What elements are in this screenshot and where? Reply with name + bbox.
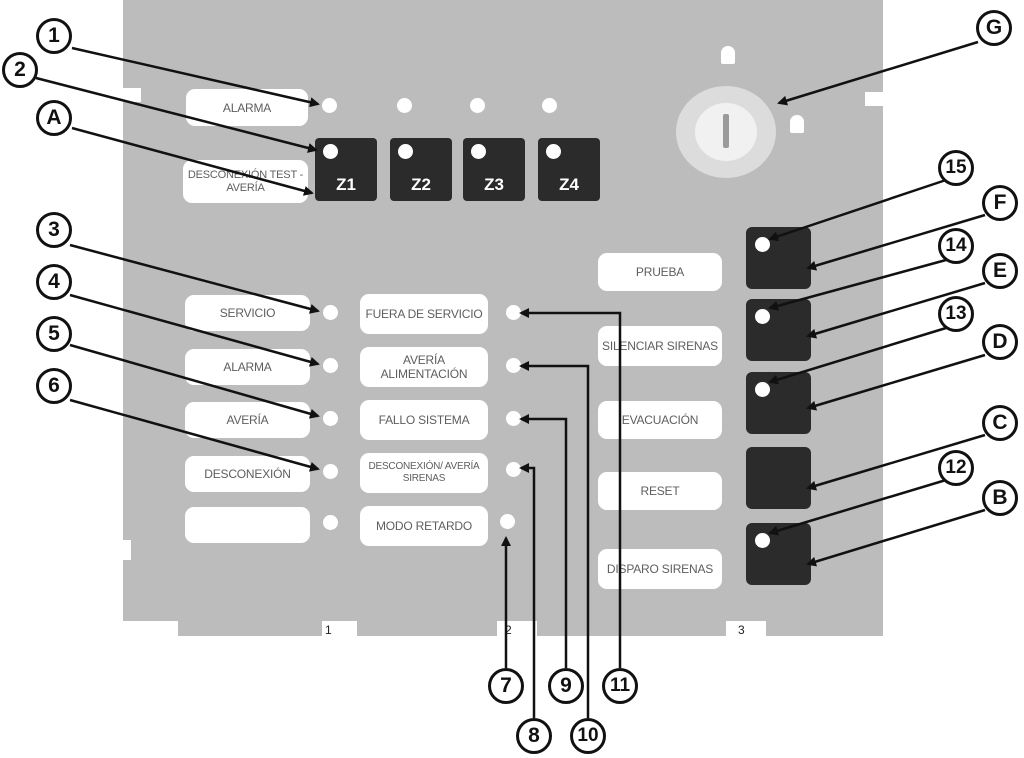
reset-button[interactable]: [746, 447, 811, 509]
label-silenciar-sirenas: SILENCIAR SIRENAS: [598, 326, 722, 366]
panel-notch: [123, 88, 141, 102]
panel-notch: [865, 92, 883, 106]
callout-D: D: [982, 324, 1018, 360]
callout-A: A: [36, 100, 72, 136]
zone-label: Z3: [484, 175, 504, 194]
led-fallo-sistema: [506, 411, 521, 426]
label-desconexion-averia-sirenas: DESCONEXIÓN/ AVERÍA SIRENAS: [360, 453, 488, 493]
callout-12: 12: [938, 450, 974, 486]
lock-open-icon: [790, 115, 804, 133]
column-tick-1: 1: [325, 623, 332, 637]
label-disparo-sirenas: DISPARO SIRENAS: [598, 549, 722, 589]
led-modo-retardo: [500, 514, 515, 529]
callout-1: 1: [36, 18, 72, 54]
callout-F: F: [982, 185, 1018, 221]
label-zone-disconnect: DESCONEXIÓN TEST - AVERÍA: [183, 160, 308, 203]
label-fuera-de-servicio: FUERA DE SERVICIO: [360, 294, 488, 334]
callout-3: 3: [36, 212, 72, 248]
callout-5: 5: [36, 316, 72, 352]
label-prueba: PRUEBA: [598, 253, 722, 291]
led-desconexion: [323, 464, 338, 479]
zone-button-3[interactable]: Z3: [463, 138, 525, 201]
zone-alarm-led-1: [322, 98, 337, 113]
zone-fault-led: [398, 144, 413, 159]
label-zone-alarm: ALARMA: [186, 89, 308, 126]
callout-14: 14: [938, 228, 974, 264]
key-slot-icon: [723, 114, 729, 148]
led-averia: [323, 411, 338, 426]
label-averia-alimentacion: AVERÍA ALIMENTACIÓN: [360, 347, 488, 387]
zone-alarm-led-2: [397, 98, 412, 113]
column-tick-2: 2: [505, 623, 512, 637]
label-modo-retardo: MODO RETARDO: [360, 506, 488, 546]
panel-bottom-cut: [123, 621, 178, 636]
zone-fault-led: [471, 144, 486, 159]
callout-G: G: [976, 10, 1012, 46]
panel-bottom-cut: [322, 621, 357, 636]
callout-7: 7: [488, 668, 524, 704]
zone-alarm-led-4: [542, 98, 557, 113]
column-tick-3: 3: [738, 623, 745, 637]
label-blank: [185, 507, 310, 543]
label-fallo-sistema: FALLO SISTEMA: [360, 400, 488, 440]
led-servicio: [323, 305, 338, 320]
zone-button-4[interactable]: Z4: [538, 138, 600, 201]
callout-9: 9: [548, 668, 584, 704]
zone-alarm-led-3: [470, 98, 485, 113]
label-evacuacion: EVACUACIÓN: [598, 401, 722, 439]
zone-fault-led: [546, 144, 561, 159]
lock-closed-icon: [721, 46, 735, 64]
zone-button-2[interactable]: Z2: [390, 138, 452, 201]
callout-15: 15: [938, 150, 974, 186]
led-fuera-de-servicio: [506, 305, 521, 320]
callout-13: 13: [938, 296, 974, 332]
zone-label: Z2: [411, 175, 431, 194]
disparo-led: [755, 533, 770, 548]
panel-notch: [123, 540, 131, 560]
callout-8: 8: [516, 718, 552, 754]
label-servicio: SERVICIO: [185, 295, 310, 331]
callout-11: 11: [602, 668, 638, 704]
zone-button-1[interactable]: Z1: [315, 138, 377, 201]
panel-bottom-cut: [726, 621, 766, 636]
zone-label: Z1: [336, 175, 356, 194]
callout-2: 2: [2, 52, 38, 88]
callout-C: C: [982, 405, 1018, 441]
led-averia-alimentacion: [506, 358, 521, 373]
led-desconexion-averia-sirenas: [506, 462, 521, 477]
callout-10: 10: [570, 718, 606, 754]
callout-E: E: [982, 253, 1018, 289]
zone-label: Z4: [559, 175, 579, 194]
silenciar-led: [755, 309, 770, 324]
callout-B: B: [982, 480, 1018, 516]
callout-6: 6: [36, 368, 72, 404]
callout-4: 4: [36, 264, 72, 300]
led-alarma: [323, 358, 338, 373]
zone-fault-led: [323, 144, 338, 159]
evacuacion-led: [755, 382, 770, 397]
label-reset: RESET: [598, 472, 722, 510]
prueba-led: [755, 237, 770, 252]
led-blank: [323, 515, 338, 530]
